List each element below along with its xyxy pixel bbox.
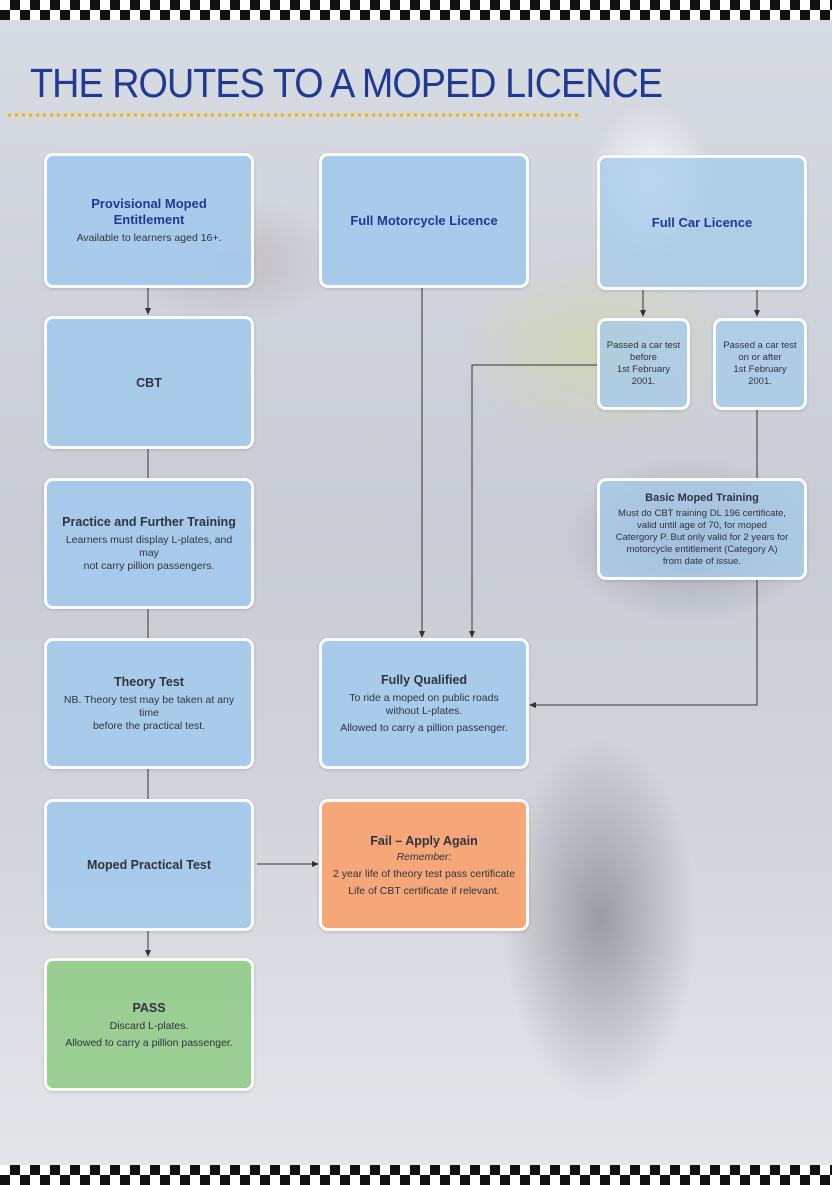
box-body: Available to learners aged 16+. [76, 232, 222, 244]
box-provisional-moped-entitlement: Provisional Moped Entitlement Available … [44, 153, 254, 288]
checkered-border-top [0, 0, 832, 20]
box-pass: PASS Discard L-plates. Allowed to carry … [44, 958, 254, 1091]
box-moped-practical-test: Moped Practical Test [44, 799, 254, 931]
box-body: NB. Theory test may be taken at any time… [63, 694, 235, 732]
box-body-1: Discard L-plates. [109, 1019, 189, 1032]
page-title: THE ROUTES TO A MOPED LICENCE [30, 60, 663, 106]
box-practice-and-further-training: Practice and Further Training Learners m… [44, 478, 254, 609]
box-title: PASS [132, 1000, 166, 1015]
arrow-before-to-qualified [469, 364, 598, 638]
box-title: Fail – Apply Again [370, 833, 478, 848]
box-title: Basic Moped Training [645, 491, 759, 504]
box-full-car-licence: Full Car Licence [597, 155, 807, 290]
box-cbt: CBT [44, 316, 254, 449]
box-title: CBT [136, 375, 162, 390]
box-body-2: Allowed to carry a pillion passenger. [340, 722, 508, 734]
box-remember: Remember: [396, 850, 452, 863]
box-body-1: 2 year life of theory test pass certific… [332, 867, 516, 880]
box-title: Moped Practical Test [86, 858, 212, 872]
box-body: Passed a car test on or after 1st Februa… [723, 340, 797, 387]
box-title: Full Car Licence [651, 214, 753, 230]
arrow-basic-to-qualified [529, 580, 758, 708]
box-title: Practice and Further Training [62, 515, 236, 529]
box-body-2: Life of CBT certificate if relevant. [348, 884, 500, 897]
box-fully-qualified: Fully Qualified To ride a moped on publi… [319, 638, 529, 769]
box-body-2: Allowed to carry a pillion passenger. [65, 1036, 233, 1049]
box-body: Passed a car test before 1st February 20… [606, 340, 681, 387]
box-body: Learners must display L-plates, and may … [65, 534, 233, 572]
box-title: Theory Test [114, 675, 184, 689]
checkered-border-bottom [0, 1165, 832, 1185]
box-title: Fully Qualified [380, 673, 468, 687]
box-theory-test: Theory Test NB. Theory test may be taken… [44, 638, 254, 769]
box-fail-apply-again: Fail – Apply Again Remember: 2 year life… [319, 799, 529, 931]
box-body-1: To ride a moped on public roads without … [349, 692, 499, 717]
box-title: Provisional Moped Entitlement [91, 196, 207, 227]
dotted-divider [6, 112, 578, 118]
box-body: Must do CBT training DL 196 certificate,… [615, 507, 789, 567]
box-title: Full Motorcycle Licence [350, 212, 498, 228]
box-passed-before-2001: Passed a car test before 1st February 20… [597, 318, 690, 410]
box-full-motorcycle-licence: Full Motorcycle Licence [319, 153, 529, 288]
box-basic-moped-training: Basic Moped Training Must do CBT trainin… [597, 478, 807, 580]
box-passed-after-2001: Passed a car test on or after 1st Februa… [713, 318, 807, 410]
